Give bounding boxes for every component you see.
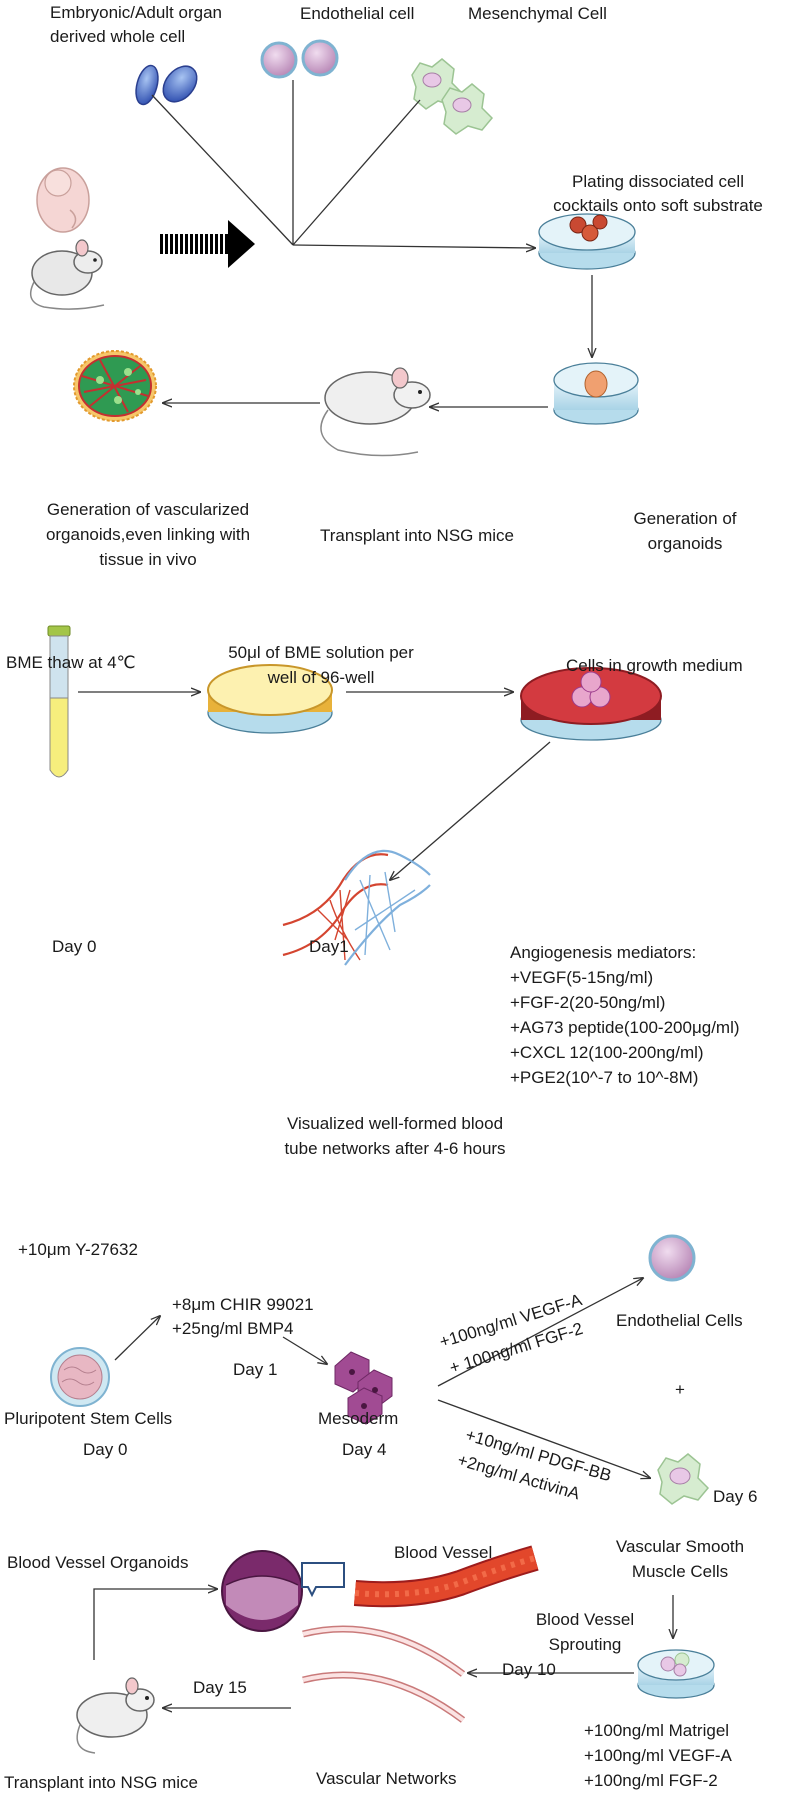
- endothelial-cell-icon: [260, 39, 339, 79]
- converging-lines: [151, 80, 535, 248]
- mouse-icon: [29, 239, 105, 310]
- pluripotent-stem-cell-icon: [50, 1347, 110, 1407]
- vsmc-label-2: Muscle Cells: [631, 1562, 729, 1581]
- bme-solution-label-2: well of 96-well: [267, 668, 375, 687]
- vascular-networks-icon: [302, 1625, 466, 1723]
- vascular-networks-label: Vascular Networks: [316, 1769, 457, 1788]
- bme-solution-label-1: 50μl of BME solution per: [228, 643, 414, 662]
- plating-label-2: cocktails onto soft substrate: [553, 196, 763, 215]
- mediator-item: +CXCL 12(100-200ng/ml): [510, 1043, 704, 1062]
- fgf2b-label: +100ng/ml FGF-2: [584, 1771, 718, 1790]
- blood-tube-network-icon: [282, 849, 431, 966]
- petri-dish-cells-icon: [538, 213, 636, 270]
- sprouting-label-1: Blood Vessel: [535, 1610, 635, 1629]
- day15-label: Day 15: [193, 1678, 247, 1697]
- generation-organoids-label-1: Generation of: [633, 509, 737, 528]
- bv-organoids-label: Blood Vessel Organoids: [7, 1553, 189, 1572]
- embryo-icon: [36, 167, 90, 233]
- bme-tube-icon: [47, 625, 71, 778]
- arrow-mesoderm-to-endothelial: [437, 1278, 643, 1387]
- endothelial-cell-icon-2: [648, 1234, 696, 1282]
- nsg-mouse-icon-2: [76, 1677, 155, 1754]
- embryonic-label-2: derived whole cell: [50, 27, 186, 46]
- arrow-mouse-to-organoid: [93, 1589, 217, 1660]
- vascularized-label-2: organoids,even linking with: [45, 525, 251, 544]
- blood-vessel-label: Blood Vessel: [394, 1543, 493, 1562]
- blood-vessel-tube-icon: [353, 1545, 539, 1608]
- day1-label: Day1: [309, 937, 349, 956]
- plus-sign: +: [675, 1380, 685, 1399]
- nsg-mouse-icon: [320, 367, 431, 457]
- embryonic-label-1: Embryonic/Adult organ: [50, 3, 222, 22]
- day0-label: Day 0: [52, 937, 97, 956]
- transplant-label: Transplant into NSG mice: [320, 526, 514, 545]
- sprouting-dish-icon: [637, 1649, 715, 1699]
- arrow-chir-to-mesoderm: [282, 1336, 327, 1364]
- vegfa2-label: +100ng/ml VEGF-A: [584, 1746, 732, 1765]
- vascularized-organoid-icon: [73, 350, 157, 422]
- visualized-label-2: tube networks after 4-6 hours: [284, 1139, 506, 1158]
- organ-derived-cell-icon: [135, 64, 198, 106]
- bme-plate-icon: [207, 664, 333, 734]
- psc-label: Pluripotent Stem Cells: [4, 1409, 173, 1428]
- mesoderm-icon: [334, 1351, 393, 1425]
- visualized-label-1: Visualized well-formed blood: [286, 1114, 504, 1133]
- mesenchymal-cell-icon: [411, 58, 494, 135]
- blood-vessel-organoid-icon: [221, 1550, 303, 1632]
- arrow-medium-to-network: [390, 741, 551, 880]
- mediator-item: +PGE2(10^-7 to 10^-8M): [510, 1068, 699, 1087]
- arrow-psc-to-chir: [114, 1316, 160, 1361]
- endothelial-label: Endothelial cell: [300, 4, 415, 23]
- mesenchymal-label: Mesenchymal Cell: [468, 4, 607, 23]
- bmp4-label: +25ng/ml BMP4: [172, 1319, 294, 1338]
- mediator-item: +VEGF(5-15ng/ml): [510, 968, 654, 987]
- day6-label: Day 6: [713, 1487, 758, 1506]
- process-arrow-icon: [160, 220, 255, 268]
- mediator-item: +AG73 peptide(100-200μg/ml): [510, 1018, 740, 1037]
- y27632-label: +10μm Y-27632: [18, 1240, 138, 1259]
- day10-label: Day 10: [502, 1660, 556, 1679]
- bme-thaw-label: BME thaw at 4℃: [6, 653, 136, 672]
- vascularized-label-1: Generation of vascularized: [46, 500, 250, 519]
- vsmc-label-1: Vascular Smooth: [615, 1537, 745, 1556]
- chir-label: +8μm CHIR 99021: [172, 1295, 314, 1314]
- mediator-item: +FGF-2(20-50ng/ml): [510, 993, 666, 1012]
- vascularized-label-3: tissue in vivo: [99, 550, 197, 569]
- day0-label-3: Day 0: [83, 1440, 128, 1459]
- day1-label-3: Day 1: [233, 1360, 278, 1379]
- generation-organoids-label-2: organoids: [647, 534, 723, 553]
- sprouting-label-2: Sprouting: [548, 1635, 622, 1654]
- organoid-dish-icon: [553, 362, 639, 425]
- day4-label: Day 4: [342, 1440, 387, 1459]
- matrigel-label: +100ng/ml Matrigel: [584, 1721, 730, 1740]
- mediators-title: Angiogenesis mediators:: [510, 943, 697, 962]
- callout-box: [301, 1562, 345, 1598]
- transplant-label-3: Transplant into NSG mice: [4, 1773, 198, 1792]
- growth-medium-plate-icon: [520, 667, 662, 741]
- cells-growth-label: Cells in growth medium: [566, 656, 743, 675]
- endothelial-cells-label: Endothelial Cells: [616, 1311, 743, 1330]
- vascular-smooth-muscle-cell-icon: [657, 1453, 710, 1505]
- mesoderm-label: Mesoderm: [318, 1409, 399, 1428]
- plating-label-1: Plating dissociated cell: [572, 172, 744, 191]
- arrow-mesoderm-to-vsmc: [437, 1399, 650, 1478]
